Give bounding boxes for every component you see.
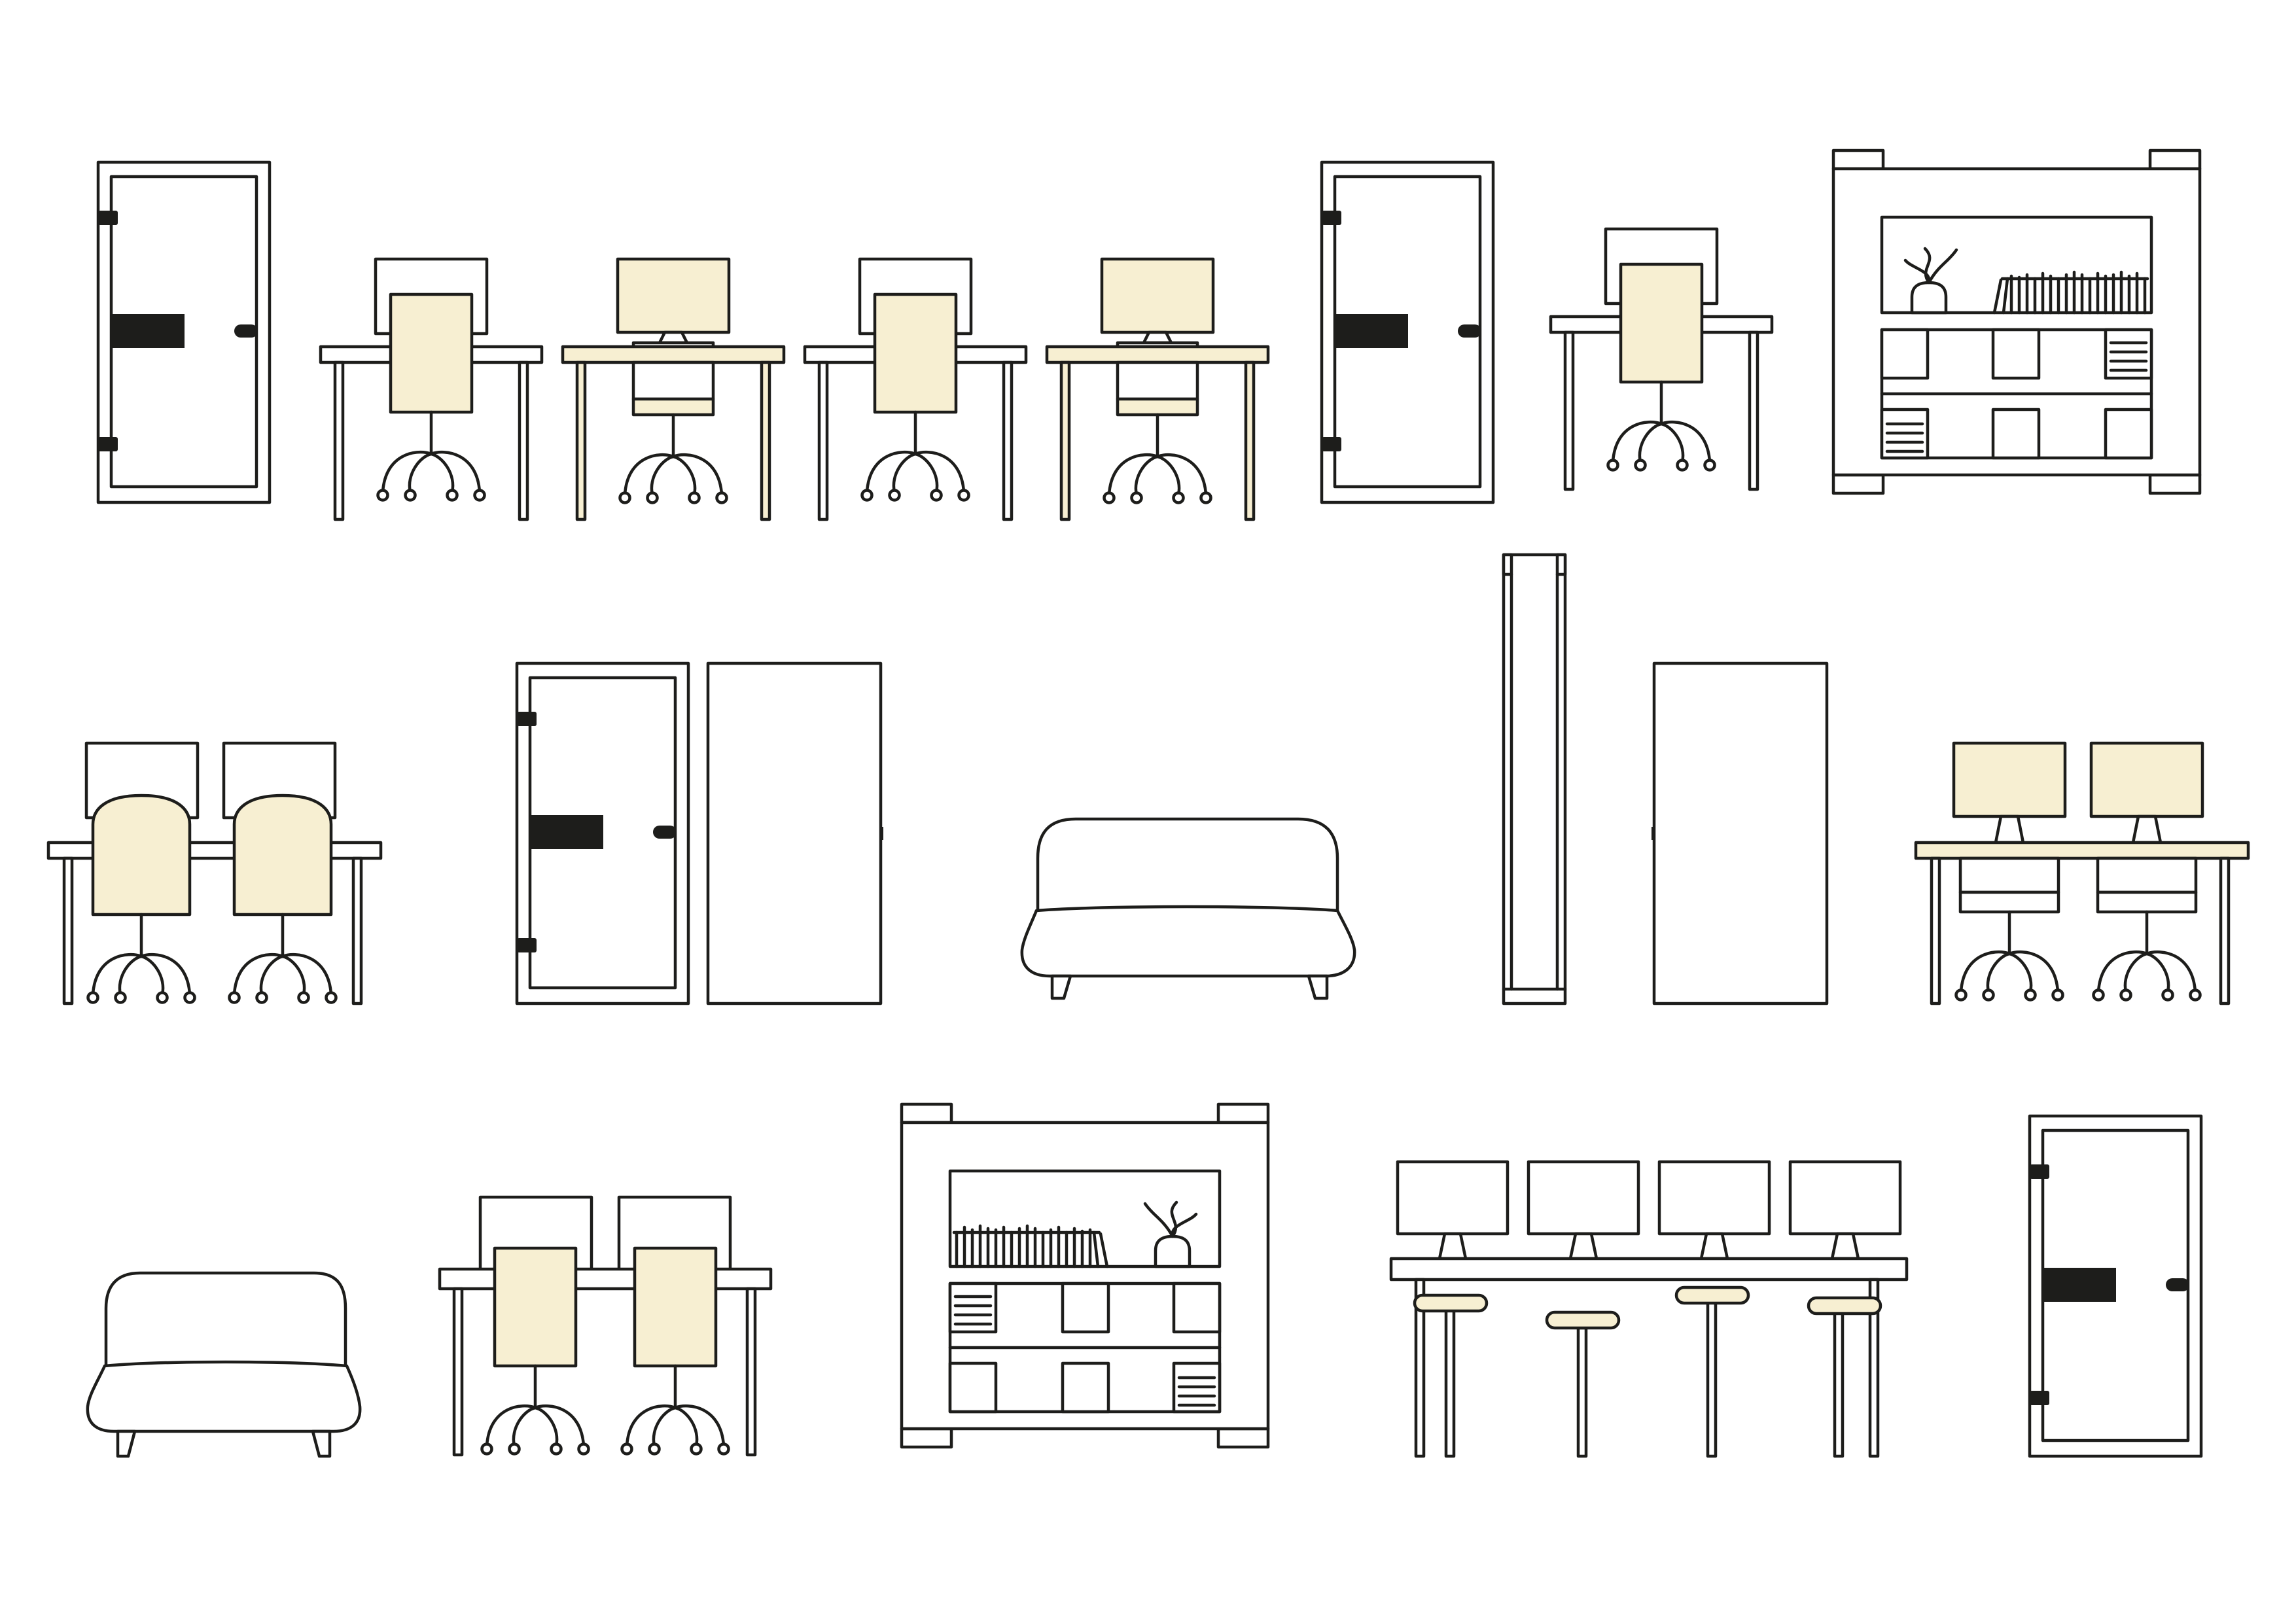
glass-door-icon bbox=[517, 663, 688, 1003]
bar-counter-icon bbox=[1389, 1160, 1909, 1458]
plain-door-icon bbox=[706, 661, 883, 1005]
desk-chair-front-icon bbox=[321, 259, 542, 519]
sofa-icon bbox=[1022, 819, 1354, 998]
desk-monitor-chair-back-icon bbox=[563, 259, 784, 519]
plain-door-icon bbox=[1651, 661, 1829, 1005]
glass-door-icon bbox=[98, 162, 270, 502]
glass-door-icon bbox=[2030, 1116, 2201, 1456]
desk-chair-front-icon bbox=[1551, 229, 1772, 489]
bookshelf-icon bbox=[1833, 150, 2200, 493]
double-desk-monitors-icon bbox=[1914, 741, 2250, 1005]
desk-monitor-chair-back-icon bbox=[1047, 259, 1268, 519]
double-desk-chairs-icon bbox=[438, 1195, 773, 1457]
glass-door-icon bbox=[1322, 162, 1493, 502]
door-side-icon bbox=[1502, 553, 1567, 1005]
armchair-icon bbox=[86, 1271, 362, 1458]
bookshelf-icon bbox=[902, 1104, 1268, 1447]
double-desk-icon bbox=[46, 741, 383, 1005]
desk-chair-front-icon bbox=[805, 259, 1026, 519]
